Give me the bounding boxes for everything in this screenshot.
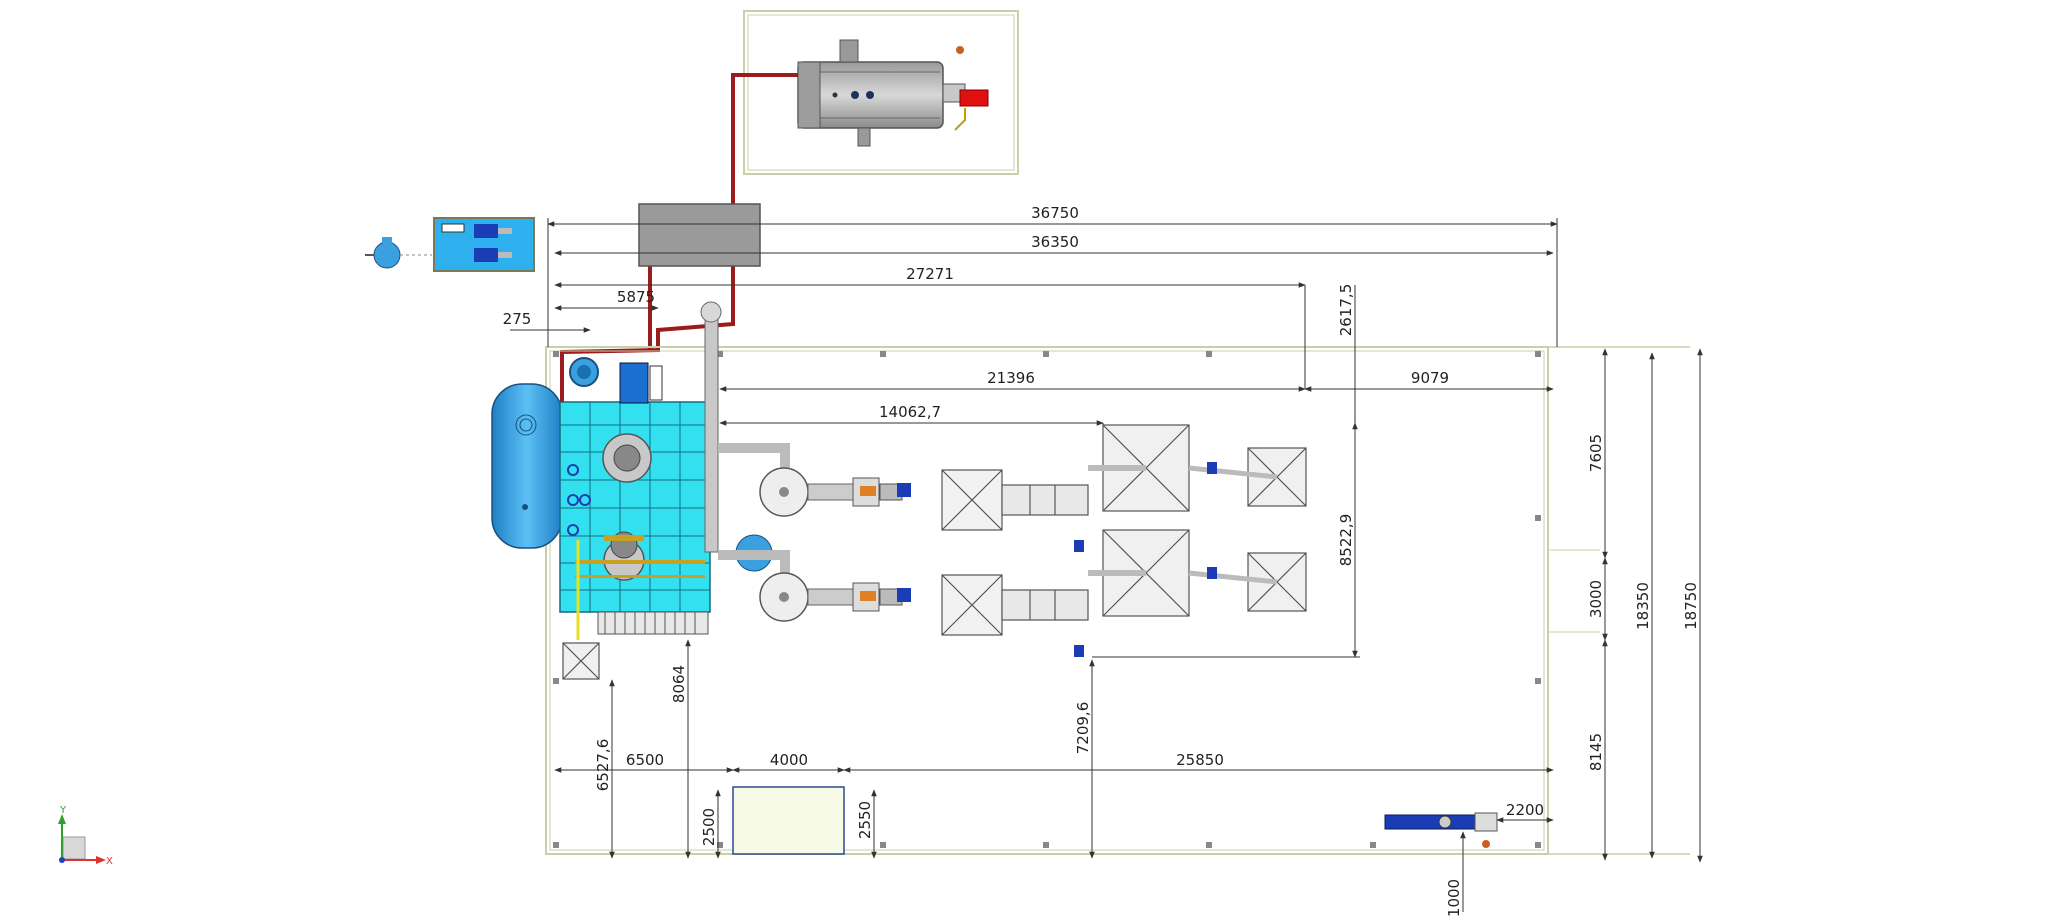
dim-8064: 8064	[670, 665, 688, 703]
pump-skid[interactable]	[433, 217, 535, 272]
dim-25850: 25850	[1176, 751, 1224, 769]
hopper-icon	[562, 424, 1307, 680]
dim-9079: 9079	[1411, 369, 1449, 387]
dim-8522: 8522,9	[1337, 514, 1355, 567]
dim-3000: 3000	[1587, 580, 1605, 618]
dim-7605: 7605	[1587, 434, 1605, 472]
dim-2617: 2617,5	[1337, 284, 1355, 337]
dim-2200: 2200	[1506, 801, 1544, 819]
axis-triad-icon: Y X	[58, 805, 113, 867]
dim-27271: 27271	[906, 265, 954, 283]
chimney-pipe	[700, 301, 722, 553]
ventilation-unit[interactable]	[638, 203, 761, 267]
dim-6500: 6500	[626, 751, 664, 769]
screw-conveyor[interactable]	[1384, 812, 1498, 848]
storage-area	[732, 786, 845, 855]
fan-icon	[365, 237, 432, 269]
grate	[597, 611, 709, 635]
dimension-labels: 36750 36350 27271 5875 275 21396 9079 14…	[503, 204, 1700, 917]
dim-14062: 14062,7	[879, 403, 941, 421]
axis-y-label: Y	[59, 805, 67, 816]
process-line-top[interactable]	[718, 443, 911, 517]
dim-2500: 2500	[700, 808, 718, 846]
dim-1000: 1000	[1445, 879, 1463, 917]
dim-21396: 21396	[987, 369, 1035, 387]
dim-5875: 5875	[617, 288, 655, 306]
dim-inner-length: 36350	[1031, 233, 1079, 251]
boiler-room-frame	[743, 10, 1019, 175]
dim-7209: 7209,6	[1074, 702, 1092, 755]
dim-18350: 18350	[1634, 582, 1652, 630]
cyclone-icon	[941, 469, 1089, 636]
axis-x-label: X	[106, 856, 113, 867]
dim-6527: 6527,6	[594, 739, 612, 792]
dimension-lines	[510, 218, 1703, 912]
process-line-bottom[interactable]	[718, 550, 911, 622]
steam-pipe	[560, 73, 798, 580]
processing-unit[interactable]	[559, 401, 711, 640]
dim-4000: 4000	[770, 751, 808, 769]
dim-8145: 8145	[1587, 733, 1605, 771]
dim-overall-length: 36750	[1031, 204, 1079, 222]
dim-2550: 2550	[856, 801, 874, 839]
water-tank[interactable]	[491, 383, 563, 549]
pump-icon	[569, 357, 663, 404]
burner-icon	[942, 46, 989, 131]
dim-18750: 18750	[1682, 582, 1700, 630]
steam-boiler[interactable]	[797, 39, 944, 147]
dim-275: 275	[503, 310, 532, 328]
motor-icons	[1074, 462, 1217, 657]
